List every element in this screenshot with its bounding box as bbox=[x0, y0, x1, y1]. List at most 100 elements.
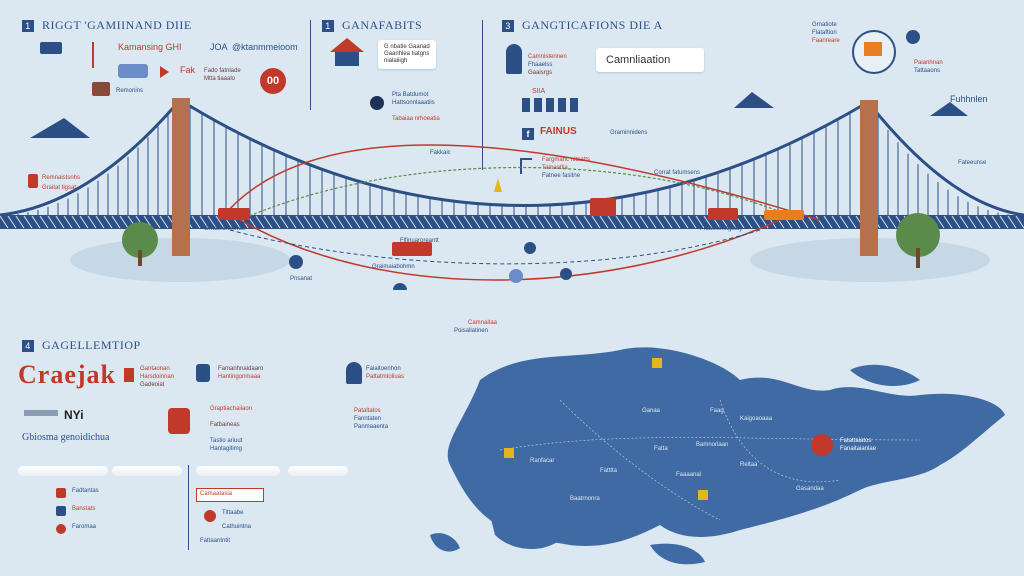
s4-t8: Tastio ariuut bbox=[210, 438, 243, 444]
avatar bbox=[906, 30, 920, 44]
s3-l8: Fatnee fasitne bbox=[542, 173, 581, 179]
map-marker-3 bbox=[698, 490, 708, 500]
cable-right bbox=[866, 101, 1024, 217]
vehicles-icon bbox=[522, 98, 582, 112]
truss-line bbox=[647, 215, 657, 229]
bar-icon bbox=[24, 410, 58, 416]
truss-line bbox=[1015, 215, 1024, 229]
s4-t11: Pattatmtoliuas bbox=[366, 374, 405, 380]
truss-line bbox=[839, 215, 849, 229]
truss-line bbox=[271, 215, 281, 229]
heart-icon bbox=[204, 510, 216, 522]
truss-line bbox=[447, 215, 457, 229]
truss-line bbox=[327, 215, 337, 229]
bus-right bbox=[764, 210, 804, 220]
truss-line bbox=[439, 215, 449, 229]
facebook-icon[interactable]: f bbox=[522, 128, 534, 140]
map-label-9: Gasandaa bbox=[796, 486, 824, 492]
s2-pin2: Hattsonnlaaatiis bbox=[392, 100, 435, 106]
notification-badge: 00 bbox=[260, 68, 286, 94]
camera-icon bbox=[40, 42, 62, 54]
s3-l9: Corrat fatumsens bbox=[654, 170, 701, 176]
suspension-bridge bbox=[0, 92, 1024, 290]
truss-line bbox=[751, 215, 761, 229]
section-4-logo: Craejak bbox=[18, 360, 116, 389]
truss-line bbox=[39, 215, 49, 229]
s2-pin3: Tabaiaa nrhoeatia bbox=[392, 116, 440, 122]
slider-4[interactable] bbox=[288, 466, 348, 476]
truss-line bbox=[991, 215, 1001, 229]
map-label-6: Fatta bbox=[654, 446, 668, 452]
list-icon-1 bbox=[56, 488, 66, 498]
truss-line bbox=[623, 215, 633, 229]
s4-t16: Banstats bbox=[72, 506, 96, 512]
s4-sub: Gbiosma genoidichua bbox=[22, 432, 110, 443]
truss-line bbox=[663, 215, 673, 229]
truss-line bbox=[207, 215, 217, 229]
s4-t3: Gadeoiat bbox=[140, 382, 165, 388]
map-roads bbox=[499, 399, 921, 521]
truss-line bbox=[535, 215, 545, 229]
truss-line bbox=[631, 215, 641, 229]
map-pin-label-1: Fatattaiatos bbox=[840, 438, 871, 444]
truss-line bbox=[303, 215, 313, 229]
s4-t4: Famanhnaidaaro bbox=[218, 366, 264, 372]
slider-1[interactable] bbox=[18, 466, 108, 476]
truss-line bbox=[975, 215, 985, 229]
car-icon bbox=[92, 82, 110, 96]
divider-1 bbox=[310, 20, 311, 110]
s3-r1: Paianhnan bbox=[914, 60, 943, 66]
slider-3[interactable] bbox=[196, 466, 280, 476]
truss-line bbox=[343, 215, 353, 229]
truss-line bbox=[583, 215, 593, 229]
cable-left bbox=[0, 99, 182, 217]
divider-2 bbox=[482, 20, 483, 170]
truss-line bbox=[695, 215, 705, 229]
truss-line bbox=[503, 215, 513, 229]
s1-lbl3: Graitat tigsat bbox=[42, 185, 77, 191]
truss-line bbox=[999, 215, 1009, 229]
truss-line bbox=[159, 215, 169, 229]
map-main-island bbox=[447, 347, 1005, 546]
truss-line bbox=[639, 215, 649, 229]
s3-r2: Tattaaons bbox=[914, 68, 941, 74]
bridge-label-g: Pnsanat bbox=[290, 276, 313, 282]
truss-line bbox=[847, 215, 857, 229]
s1-lbl1: Remonins bbox=[116, 88, 144, 94]
section-2-number: 1 bbox=[322, 20, 334, 32]
truss-line bbox=[527, 215, 537, 229]
s3-l5: Graminnidens bbox=[610, 130, 648, 136]
s3-l10: SIIA bbox=[532, 88, 546, 95]
s1-tag3: Mtta tiaaalo bbox=[204, 76, 236, 82]
s3-top3: Faanreare bbox=[812, 38, 840, 44]
truss-line bbox=[559, 215, 569, 229]
location-pin-icon bbox=[370, 96, 384, 110]
truss-line bbox=[263, 215, 273, 229]
truss-line bbox=[543, 215, 553, 229]
map-pin-label-2: Fanaitaianlae bbox=[840, 446, 877, 452]
map-marker-1 bbox=[652, 358, 662, 368]
play-icon bbox=[160, 66, 169, 78]
s3-r4: Fateeunse bbox=[958, 160, 987, 166]
route-blue bbox=[229, 229, 761, 265]
bridge-label-a: Grraanibuisnuit bbox=[204, 226, 245, 232]
s4-t7: Fatbaineas bbox=[210, 422, 240, 428]
s1-row1c: @ktanmmeioom bbox=[232, 42, 298, 52]
s4-t10: Faiaitoenhon bbox=[366, 366, 401, 372]
bridge-label-e: Flfinuaroreantt bbox=[400, 238, 439, 244]
truss-line bbox=[311, 215, 321, 229]
truss-line bbox=[455, 215, 465, 229]
mountain-right bbox=[734, 92, 774, 108]
s4-mid: NYi bbox=[64, 408, 84, 422]
truss-line bbox=[0, 215, 9, 229]
truss-line bbox=[367, 215, 377, 229]
house-icon bbox=[330, 38, 364, 66]
truss-line bbox=[279, 215, 289, 229]
truss-line bbox=[511, 215, 521, 229]
slider-2[interactable] bbox=[112, 466, 182, 476]
s4-t2: Harsdoinnan bbox=[140, 374, 175, 380]
truss-line bbox=[679, 215, 689, 229]
s4-t17: Faromaa bbox=[72, 524, 97, 530]
truss-line bbox=[119, 215, 129, 229]
